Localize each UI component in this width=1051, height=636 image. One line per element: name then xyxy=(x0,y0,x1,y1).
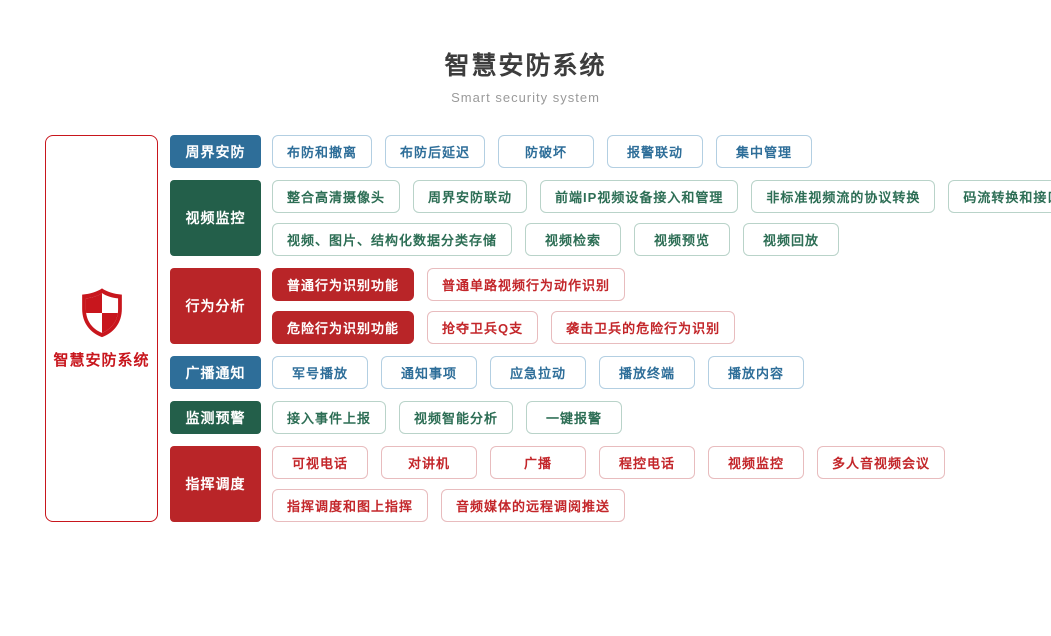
feature-lines: 整合高清摄像头周界安防联动前端IP视频设备接入和管理非标准视频流的协议转换码流转… xyxy=(272,180,1051,256)
category-rows: 周界安防布防和撤离布防后延迟防破坏报警联动集中管理视频监控整合高清摄像头周界安防… xyxy=(170,135,1051,522)
feature-chip: 普通单路视频行为动作识别 xyxy=(427,268,626,301)
feature-lines: 接入事件上报视频智能分析一键报警 xyxy=(272,401,623,434)
feature-chip: 程控电话 xyxy=(599,446,695,479)
category-row: 监测预警接入事件上报视频智能分析一键报警 xyxy=(170,401,1051,434)
feature-chip: 多人音视频会议 xyxy=(817,446,946,479)
feature-chip: 布防和撤离 xyxy=(272,135,373,168)
category-label-1: 周界安防 xyxy=(170,135,261,168)
feature-chip: 视频监控 xyxy=(708,446,804,479)
feature-line: 可视电话对讲机广播程控电话视频监控多人音视频会议 xyxy=(272,446,946,479)
feature-line: 接入事件上报视频智能分析一键报警 xyxy=(272,401,623,434)
feature-chip: 军号播放 xyxy=(272,356,368,389)
feature-chip: 一键报警 xyxy=(526,401,623,434)
category-label-6: 指挥调度 xyxy=(170,446,261,522)
feature-line: 布防和撤离布防后延迟防破坏报警联动集中管理 xyxy=(272,135,813,168)
category-row: 视频监控整合高清摄像头周界安防联动前端IP视频设备接入和管理非标准视频流的协议转… xyxy=(170,180,1051,256)
feature-chip: 视频、图片、结构化数据分类存储 xyxy=(272,223,513,256)
shield-icon xyxy=(77,287,127,339)
feature-lines: 军号播放通知事项应急拉动播放终端播放内容 xyxy=(272,356,804,389)
feature-chip: 播放内容 xyxy=(708,356,804,389)
feature-chip: 前端IP视频设备接入和管理 xyxy=(540,180,739,213)
feature-chip: 非标准视频流的协议转换 xyxy=(751,180,936,213)
category-row: 指挥调度可视电话对讲机广播程控电话视频监控多人音视频会议指挥调度和图上指挥音频媒… xyxy=(170,446,1051,522)
feature-chip: 音频媒体的远程调阅推送 xyxy=(441,489,626,522)
feature-lines: 布防和撤离布防后延迟防破坏报警联动集中管理 xyxy=(272,135,813,168)
root-node: 智慧安防系统 xyxy=(45,135,158,522)
category-row: 广播通知军号播放通知事项应急拉动播放终端播放内容 xyxy=(170,356,1051,389)
feature-line: 危险行为识别功能抢夺卫兵Q支袭击卫兵的危险行为识别 xyxy=(272,311,736,344)
feature-chip: 布防后延迟 xyxy=(385,135,486,168)
feature-chip: 抢夺卫兵Q支 xyxy=(427,311,539,344)
category-label-5: 监测预警 xyxy=(170,401,261,434)
feature-chip: 指挥调度和图上指挥 xyxy=(272,489,429,522)
feature-lines: 普通行为识别功能普通单路视频行为动作识别危险行为识别功能抢夺卫兵Q支袭击卫兵的危… xyxy=(272,268,736,344)
category-label-4: 广播通知 xyxy=(170,356,261,389)
category-label-2: 视频监控 xyxy=(170,180,261,256)
feature-chip: 危险行为识别功能 xyxy=(272,311,415,344)
feature-chip: 周界安防联动 xyxy=(413,180,528,213)
feature-chip: 防破坏 xyxy=(498,135,595,168)
feature-chip: 集中管理 xyxy=(716,135,813,168)
feature-chip: 视频智能分析 xyxy=(399,401,514,434)
feature-line: 整合高清摄像头周界安防联动前端IP视频设备接入和管理非标准视频流的协议转换码流转… xyxy=(272,180,1051,213)
feature-chip: 视频回放 xyxy=(743,223,840,256)
feature-chip: 袭击卫兵的危险行为识别 xyxy=(551,311,736,344)
feature-lines: 可视电话对讲机广播程控电话视频监控多人音视频会议指挥调度和图上指挥音频媒体的远程… xyxy=(272,446,946,522)
page-title: 智慧安防系统 xyxy=(444,52,607,80)
header: 智慧安防系统 Smart security system xyxy=(0,0,1051,105)
feature-chip: 普通行为识别功能 xyxy=(272,268,415,301)
feature-line: 普通行为识别功能普通单路视频行为动作识别 xyxy=(272,268,735,301)
feature-line: 视频、图片、结构化数据分类存储视频检索视频预览视频回放 xyxy=(272,223,1051,256)
feature-line: 军号播放通知事项应急拉动播放终端播放内容 xyxy=(272,356,804,389)
diagram: 智慧安防系统 周界安防布防和撤离布防后延迟防破坏报警联动集中管理视频监控整合高清… xyxy=(45,135,1051,522)
category-row: 周界安防布防和撤离布防后延迟防破坏报警联动集中管理 xyxy=(170,135,1051,168)
feature-chip: 报警联动 xyxy=(607,135,704,168)
feature-chip: 可视电话 xyxy=(272,446,368,479)
feature-chip: 码流转换和接口转换 xyxy=(948,180,1051,213)
feature-line: 指挥调度和图上指挥音频媒体的远程调阅推送 xyxy=(272,489,945,522)
feature-chip: 广播 xyxy=(490,446,586,479)
feature-chip: 整合高清摄像头 xyxy=(272,180,401,213)
page-subtitle: Smart security system xyxy=(451,90,600,105)
feature-chip: 应急拉动 xyxy=(490,356,586,389)
feature-chip: 播放终端 xyxy=(599,356,695,389)
feature-chip: 视频预览 xyxy=(634,223,731,256)
category-label-3: 行为分析 xyxy=(170,268,261,344)
feature-chip: 对讲机 xyxy=(381,446,477,479)
category-row: 行为分析普通行为识别功能普通单路视频行为动作识别危险行为识别功能抢夺卫兵Q支袭击… xyxy=(170,268,1051,344)
feature-chip: 接入事件上报 xyxy=(272,401,387,434)
feature-chip: 通知事项 xyxy=(381,356,477,389)
feature-chip: 视频检索 xyxy=(525,223,622,256)
root-node-label: 智慧安防系统 xyxy=(53,352,150,369)
